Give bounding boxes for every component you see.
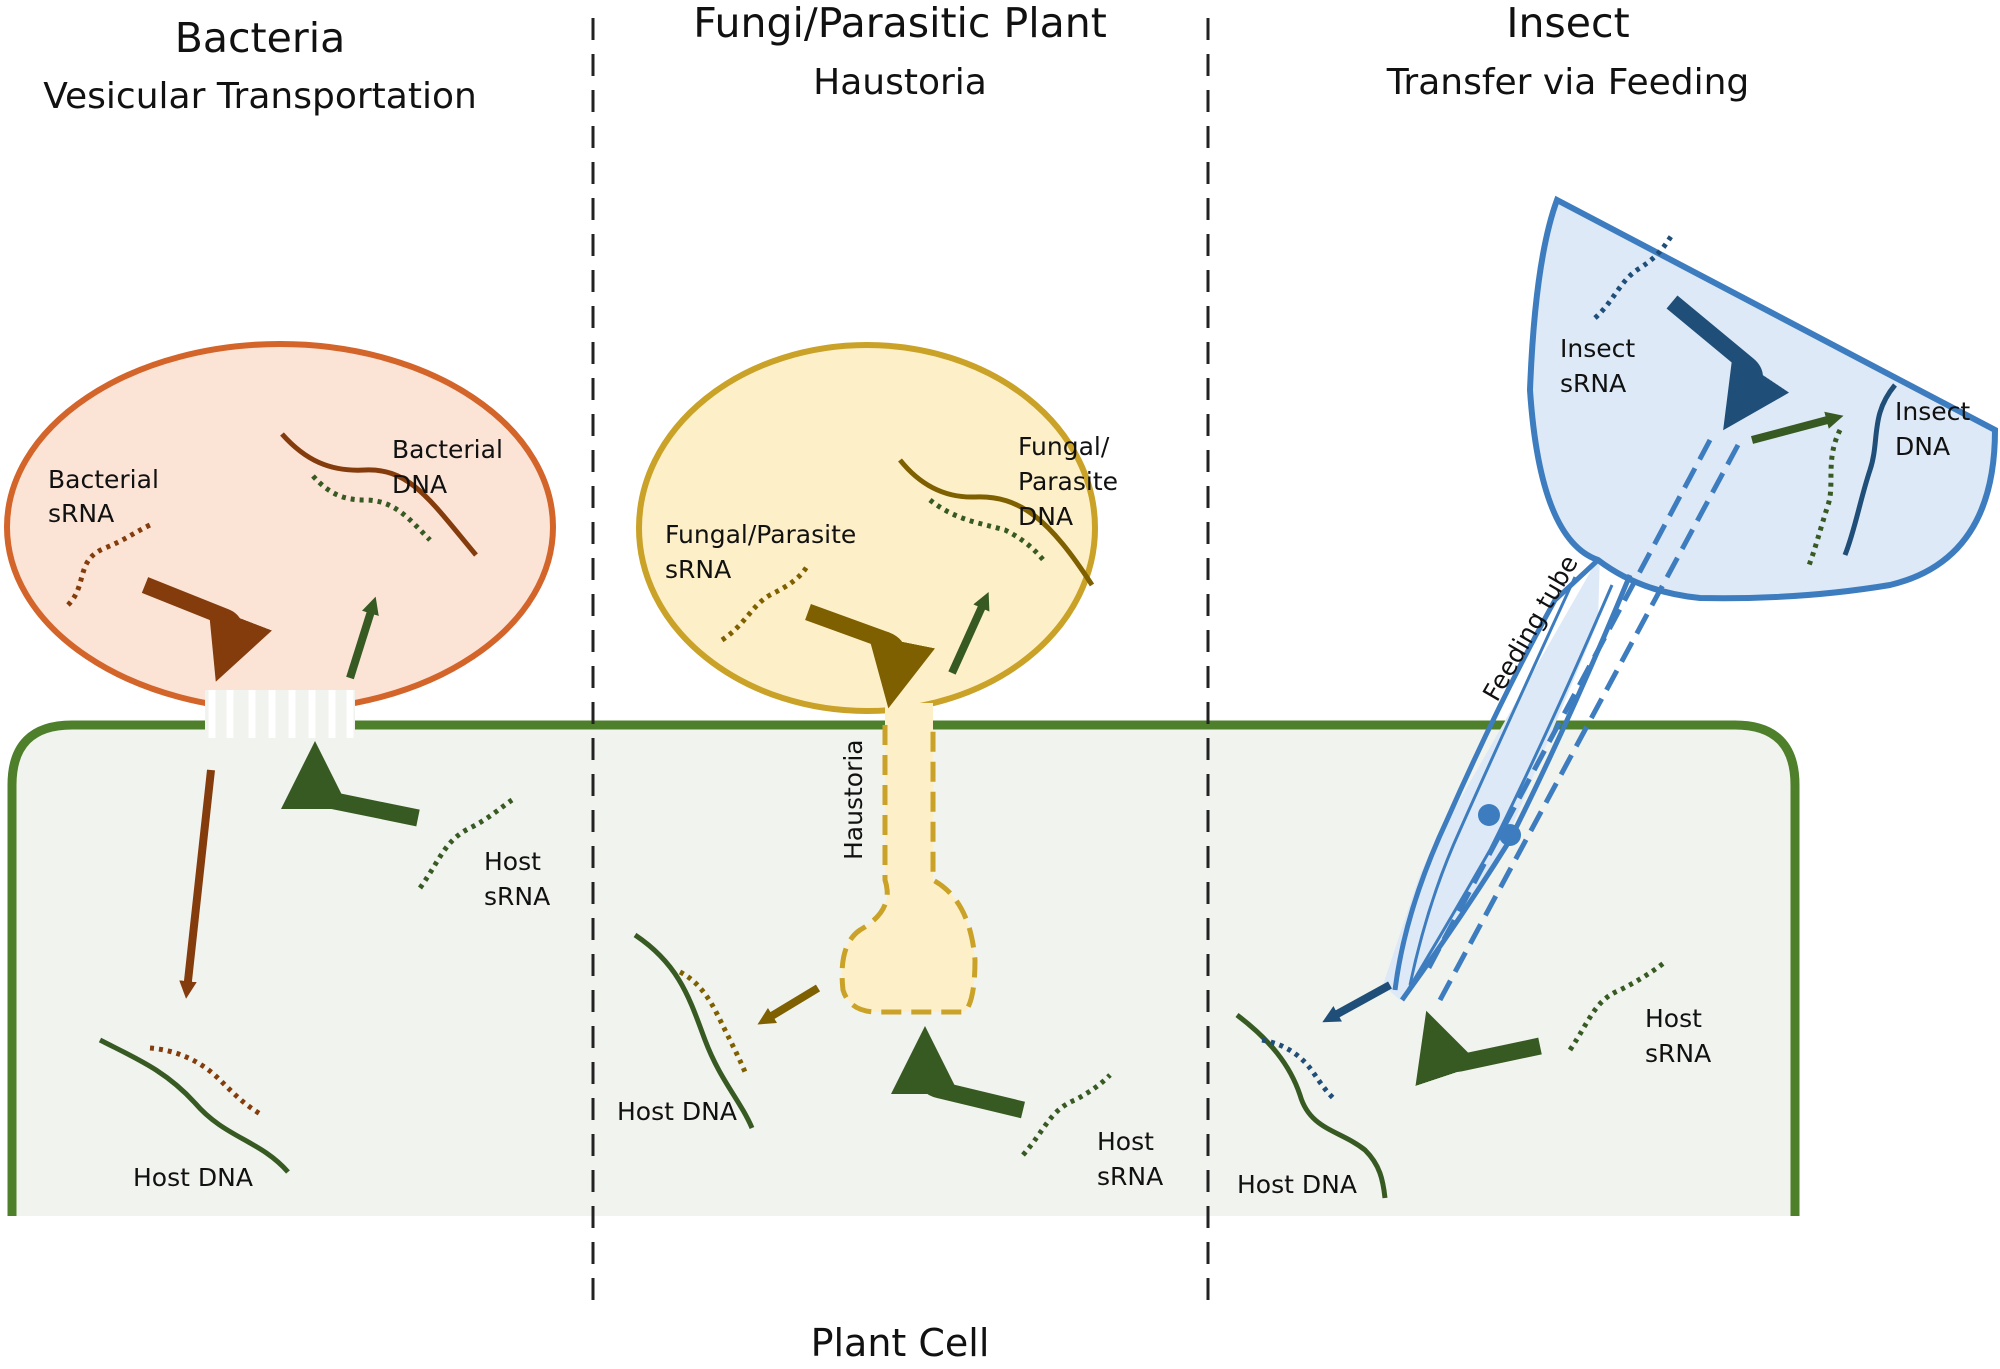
fungi-subtitle: Haustoria [813,62,987,103]
host-dna-fungi [633,932,755,1129]
host-dna-bound-srna-insect [1261,1037,1337,1102]
bacterial-srna-export-arrow [141,577,272,682]
bacterial-srna-label-1: Bacterial [48,465,159,494]
fungi-host-srna-label-2: sRNA [1097,1162,1163,1191]
host-dna-insect [1235,1013,1388,1199]
host-dna-bound-srna-fungi [678,969,748,1073]
insect-srna-label-2: sRNA [1560,369,1626,398]
plant-cell-label: Plant Cell [811,1321,990,1365]
feeding-tube-wall-left [1392,558,1600,991]
bacteria-subtitle: Vesicular Transportation [43,76,477,117]
bacteria-host-dna-label: Host DNA [133,1163,253,1192]
fungal-srna [720,563,811,643]
bacterial-dna-label-2: DNA [392,470,447,499]
insect-subtitle: Transfer via Feeding [1386,62,1750,103]
bacterial-srna-label-2: sRNA [48,499,114,528]
insect-host-srna-label-2: sRNA [1645,1039,1711,1068]
haustoria-label: Haustoria [839,739,868,860]
feeding-channel-2 [1437,443,1741,1002]
host-srna-to-bacteria-arrow [346,596,379,680]
fungal-srna-label-2: sRNA [665,555,731,584]
fungal-dna-bound-srna [928,498,1047,564]
feeding-tube-inner-right [1403,584,1614,996]
host-srna-uptake-arrow [281,741,420,827]
bacterial-dna [280,432,478,557]
vesicle-pores [205,690,355,738]
fungal-srna-export-arrow [805,604,936,709]
feeding-particle-1 [1478,804,1500,826]
insect-host-dna-label: Host DNA [1237,1170,1357,1199]
insect-srna-to-host-arrow [1322,981,1392,1023]
fungal-dna-label-1: Fungal/ [1018,432,1110,461]
fungal-srna-label-1: Fungal/Parasite [665,520,856,549]
feeding-channel-1 [1422,438,1713,977]
bacteria-host-srna-label-2: sRNA [484,882,550,911]
insect-dna-label-2: DNA [1895,432,1950,461]
fungi-title: Fungi/Parasitic Plant [693,0,1107,47]
fungal-srna-to-host-arrow [757,984,821,1025]
insect-srna [1593,233,1675,320]
fungal-dna [898,458,1095,587]
bacterial-dna-label-1: Bacterial [392,435,503,464]
fungi-host-srna-label-1: Host [1097,1127,1154,1156]
host-dna-bacteria [98,1037,290,1174]
host-srna-uptake-arrow-fungi [891,1026,1025,1119]
insect-dna-label-1: Insect [1895,397,1970,426]
haustorium [842,703,975,1013]
bacteria-host-srna-label-1: Host [484,847,541,876]
insect-title: Insect [1506,0,1629,47]
fungal-dna-label-3: DNA [1018,502,1073,531]
feeding-tube-inner-left [1408,576,1577,986]
host-srna-to-insect-arrow [1750,411,1844,444]
insect-srna-export-arrow [1666,295,1790,431]
host-dna-bound-srna-bacteria [149,1045,264,1118]
host-srna-uptake-arrow-insect [1415,1010,1542,1087]
insect-dna [1842,383,1897,556]
fungal-dna-label-2: Parasite [1018,467,1118,496]
feeding-particle-2 [1499,824,1521,846]
host-srna-insect [1567,960,1667,1052]
bacteria-title: Bacteria [175,14,345,62]
insect-srna-label-1: Insect [1560,334,1635,363]
insect-host-srna-label-1: Host [1645,1004,1702,1033]
haustorium-wall [839,725,978,1015]
bacterial-srna-to-host-arrow [179,769,215,999]
fungi-host-dna-label: Host DNA [617,1097,737,1126]
host-srna-to-fungus-arrow [948,591,990,675]
bacterial-srna [66,522,152,607]
fungal-cell [636,342,1098,714]
